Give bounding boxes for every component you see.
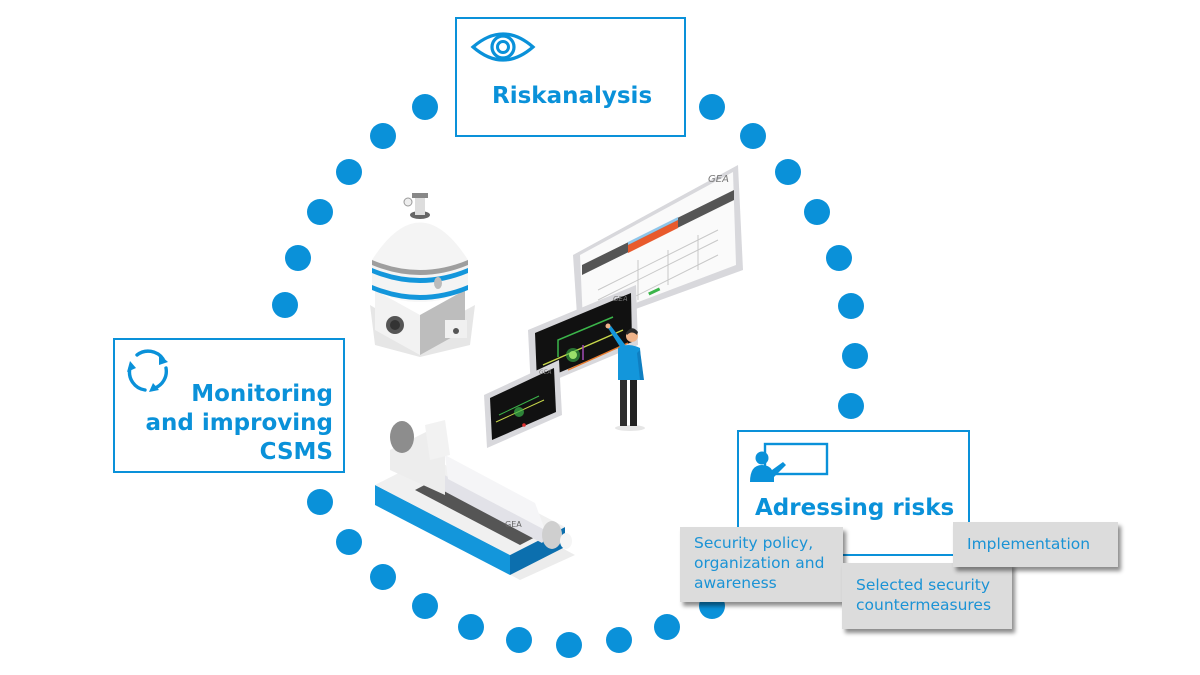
svg-text:GEA: GEA: [539, 369, 552, 376]
cycle-dot: [804, 199, 830, 225]
svg-text:GEA: GEA: [613, 295, 628, 303]
cycle-dot: [842, 343, 868, 369]
cycle-dot: [412, 94, 438, 120]
monitoring-title-line-2: and improving: [145, 410, 333, 436]
measure-line: awareness: [694, 574, 777, 592]
cycle-dot: [838, 293, 864, 319]
cycle-dot: [285, 245, 311, 271]
measure-line: Selected security: [856, 576, 991, 594]
hmi-screen-small: GEA: [484, 360, 562, 448]
cycle-dot: [307, 489, 333, 515]
cycle-dot: [370, 123, 396, 149]
cycle-dot: [272, 292, 298, 318]
svg-text:GEA: GEA: [505, 520, 522, 529]
hmi-screen-large: GEA: [573, 165, 743, 330]
addressing-risks-title: Adressing risks: [755, 495, 955, 521]
cycle-dot: [775, 159, 801, 185]
monitoring-title-line-1: Monitoring: [191, 381, 333, 407]
cycle-dot: [740, 123, 766, 149]
cycle-dot: [307, 199, 333, 225]
addressing-risks-box: Adressing risks: [737, 430, 970, 556]
eye-icon: [470, 32, 536, 62]
cycle-dot: [412, 593, 438, 619]
measure-line: Implementation: [967, 535, 1091, 553]
cycle-dot: [370, 564, 396, 590]
cycle-dot: [506, 627, 532, 653]
cycle-dot: [336, 159, 362, 185]
cycle-dot: [606, 627, 632, 653]
monitoring-title: Monitoring and improving CSMS: [145, 380, 333, 467]
measure-line: organization and: [694, 554, 825, 572]
risk-analysis-title: Riskanalysis: [492, 83, 653, 109]
cycle-dot: [838, 393, 864, 419]
risk-analysis-box: Riskanalysis: [455, 17, 686, 137]
decanter-centrifuge-illustration: GEA: [375, 420, 575, 580]
cycle-dot: [458, 614, 484, 640]
measure-card-selected-countermeasures: Selected security countermeasures: [842, 563, 1012, 629]
measure-card-implementation: Implementation: [953, 522, 1118, 567]
svg-text:GEA: GEA: [708, 174, 729, 185]
cycle-arrows-icon: [127, 349, 168, 392]
measure-card-security-policy: Security policy, organization and awaren…: [680, 527, 843, 602]
separator-machine-illustration: [370, 193, 475, 357]
monitoring-box: Monitoring and improving CSMS: [113, 338, 345, 473]
operator-person-illustration: [605, 323, 645, 431]
monitoring-title-line-3: CSMS: [259, 439, 333, 465]
cycle-dot: [699, 94, 725, 120]
presenter-board-icon: [750, 442, 829, 482]
cycle-dot: [336, 529, 362, 555]
measure-line: Security policy,: [694, 534, 814, 552]
measure-line: countermeasures: [856, 596, 992, 614]
cycle-dot: [654, 614, 680, 640]
cycle-dot: [826, 245, 852, 271]
cycle-dot: [556, 632, 582, 658]
